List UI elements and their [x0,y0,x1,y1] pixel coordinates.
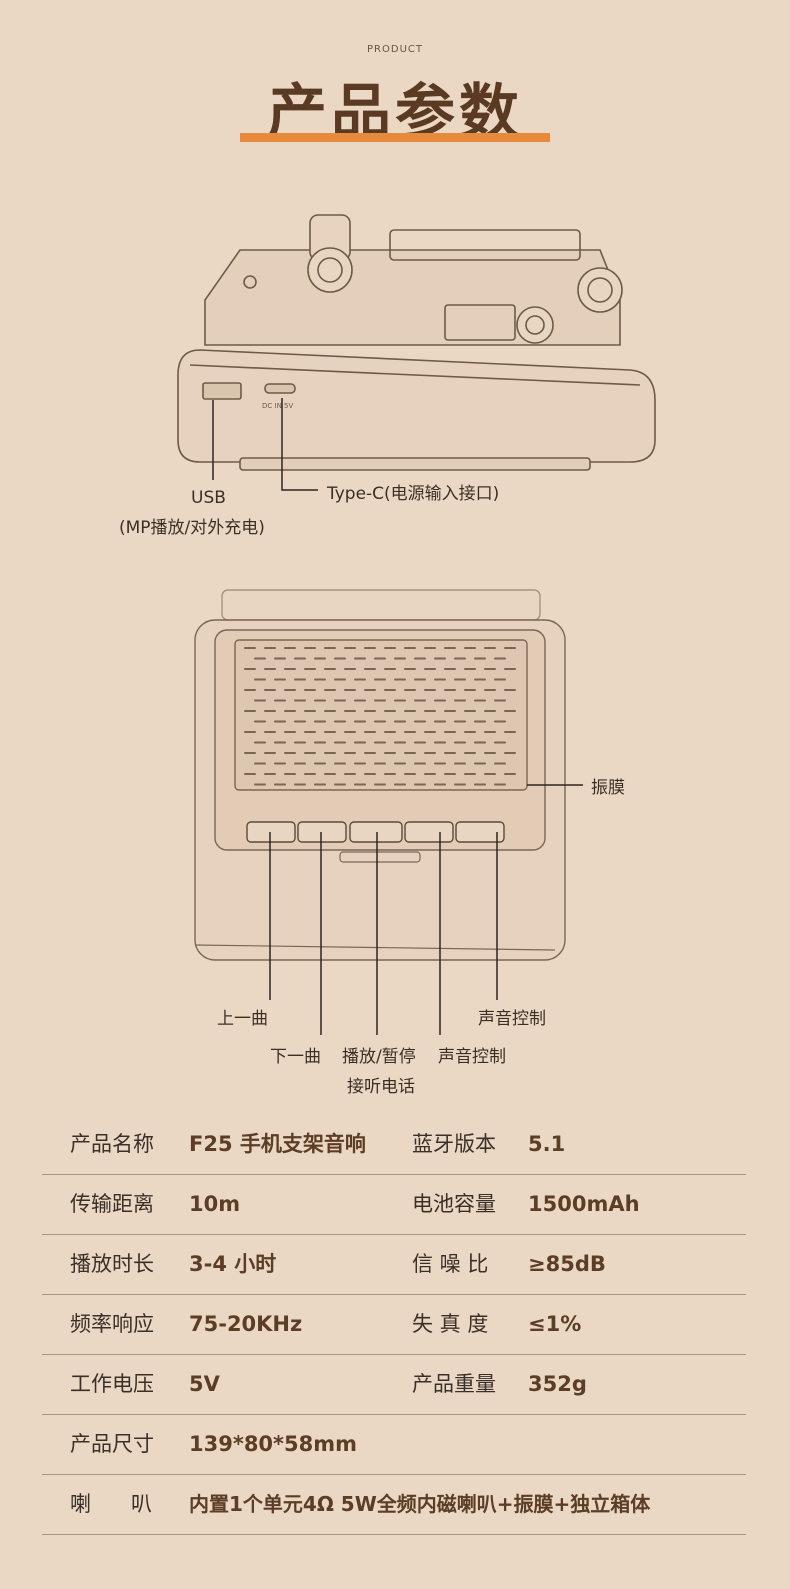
spec-row: 传输距离 10m 电池容量 1500mAh [42,1175,746,1235]
usb-label: USB [191,488,226,508]
header-subtitle: PRODUCT [367,44,423,55]
next-label: 下一曲 [270,1047,321,1067]
spec-key: 传输距离 [70,1192,154,1216]
spec-value: ≤1% [528,1312,582,1336]
next-button [297,821,347,843]
spec-value: 1500mAh [528,1192,640,1216]
play-pause-button [349,821,403,843]
spec-key: 产品名称 [70,1132,154,1156]
spec-row: 喇 叭 内置1个单元4Ω 5W全频内磁喇叭+振膜+独立箱体 [42,1475,746,1535]
spec-value: F25 手机支架音响 [189,1132,366,1156]
volume-up-button [455,821,505,843]
spec-value: ≥85dB [528,1252,606,1276]
answer-call-label: 接听电话 [347,1077,415,1097]
spec-value: 3-4 小时 [189,1252,277,1276]
prev-button [246,821,296,843]
spec-row: 产品名称 F25 手机支架音响 蓝牙版本 5.1 [42,1115,746,1175]
spec-key: 播放时长 [70,1252,154,1276]
prev-label: 上一曲 [217,1009,268,1029]
volume-down-button [404,821,454,843]
spec-key: 信 噪 比 [412,1252,489,1276]
title-underline [240,133,550,142]
spec-row: 播放时长 3-4 小时 信 噪 比 ≥85dB [42,1235,746,1295]
spec-row: 频率响应 75-20KHz 失 真 度 ≤1% [42,1295,746,1355]
diaphragm-label: 振膜 [591,778,625,798]
spec-table: 产品名称 F25 手机支架音响 蓝牙版本 5.1 传输距离 10m 电池容量 1… [42,1115,746,1535]
spec-value: 10m [189,1192,241,1216]
spec-key: 工作电压 [70,1372,154,1396]
usb-port [202,382,242,400]
spec-key: 蓝牙版本 [412,1132,496,1156]
speaker-top-view [194,589,583,1035]
spec-key: 产品尺寸 [70,1432,154,1456]
spec-row: 工作电压 5V 产品重量 352g [42,1355,746,1415]
spec-value: 内置1个单元4Ω 5W全频内磁喇叭+振膜+独立箱体 [189,1492,651,1516]
spec-value: 5.1 [528,1132,566,1156]
spec-value: 352g [528,1372,587,1396]
spec-key: 电池容量 [412,1192,496,1216]
port-print: DC IN 5V [262,402,293,410]
spec-value: 139*80*58mm [189,1432,358,1456]
spec-key: 产品重量 [412,1372,496,1396]
spec-key: 频率响应 [70,1312,154,1336]
play-pause-label: 播放/暂停 [342,1047,416,1067]
spec-value: 5V [189,1372,220,1396]
speaker-side-view: DC IN 5V [177,214,656,491]
typec-label: Type-C(电源输入接口) [327,484,500,504]
volume-label-2: 声音控制 [438,1047,506,1067]
spec-key: 喇 叭 [70,1492,153,1516]
volume-label-1: 声音控制 [478,1009,546,1029]
spec-value: 75-20KHz [189,1312,303,1336]
spec-key: 失 真 度 [412,1312,489,1336]
usb-desc: (MP播放/对外充电) [119,518,265,538]
spec-row: 产品尺寸 139*80*58mm [42,1415,746,1475]
typec-port [264,383,296,394]
